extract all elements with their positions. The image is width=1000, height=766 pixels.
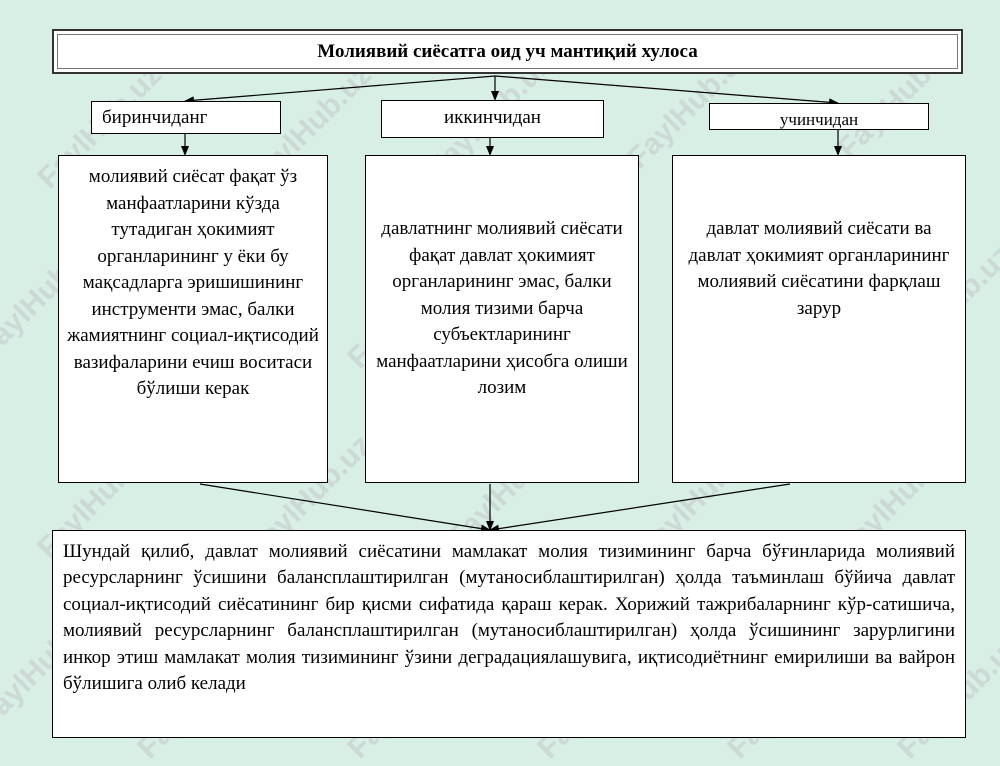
conclusion-third-box: давлат молиявий сиёсати ва давлат ҳокими… [672,155,966,483]
label-second: иккинчидан [381,100,604,138]
conclusion-second-box: давлатнинг молиявий сиёсати фақат давлат… [365,155,639,483]
arrow-first-to-summary [199,483,491,533]
label-third: учинчидан [709,103,929,130]
summary-box: Шундай қилиб, давлат молиявий сиёсатини … [52,530,966,738]
conclusion-first-box: молиявий сиёсат фақат ўз манфаатларини к… [58,155,328,483]
diagram-title: Молиявий сиёсатга оид уч мантиқий хулоса [52,29,963,74]
label-first: биринчиданг [91,101,281,134]
arrow-third-to-summary [489,483,791,533]
arrow-title-to-first [184,75,496,105]
arrow-title-to-third [494,75,839,107]
connector-arrows [181,75,842,533]
